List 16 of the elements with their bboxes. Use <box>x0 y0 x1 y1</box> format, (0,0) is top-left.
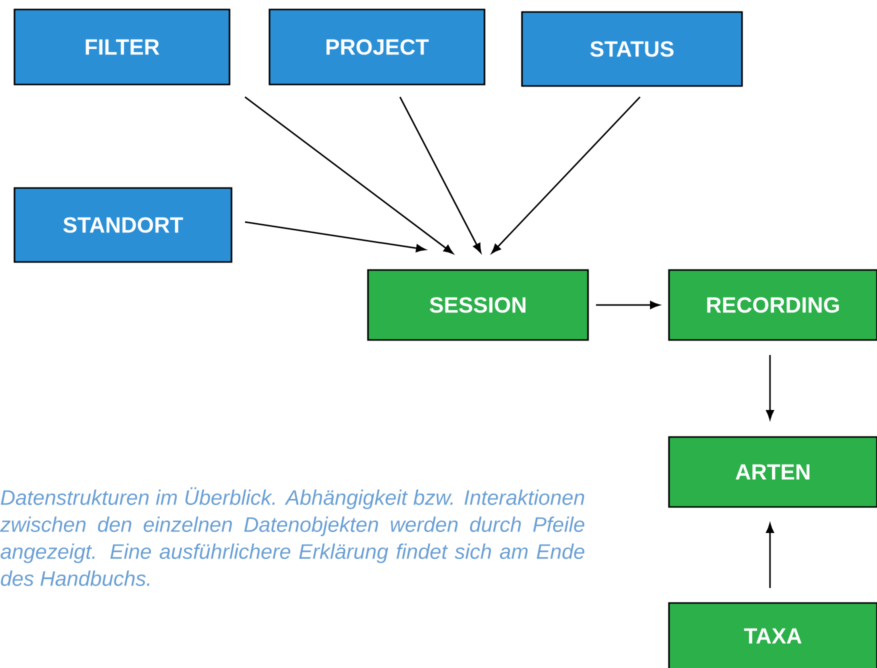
arrow <box>244 96 454 254</box>
entity-box: TAXA <box>668 602 877 668</box>
entity-box: STATUS <box>521 11 743 87</box>
arrow <box>244 221 426 252</box>
entity-box: RECORDING <box>668 269 877 341</box>
arrow <box>491 96 641 254</box>
arrow <box>766 523 774 588</box>
arrow <box>766 355 774 420</box>
arrow <box>399 96 482 253</box>
entity-box: PROJECT <box>268 8 486 86</box>
caption: Datenstrukturen im Überblick. Abhängigkeit bzw. Interaktionen zwischen den einzelnen Datenobjekten werden durch Pfeile angezeigt. Eine ausführlichere Erklärung findet sich am Ende des Handbuchs. <box>0 487 584 586</box>
entity-box: SESSION <box>367 269 589 341</box>
entity-box: ARTEN <box>668 436 877 508</box>
arrow <box>596 301 660 309</box>
entity-box: STANDORT <box>14 187 232 263</box>
entity-box: FILTER <box>14 8 230 86</box>
